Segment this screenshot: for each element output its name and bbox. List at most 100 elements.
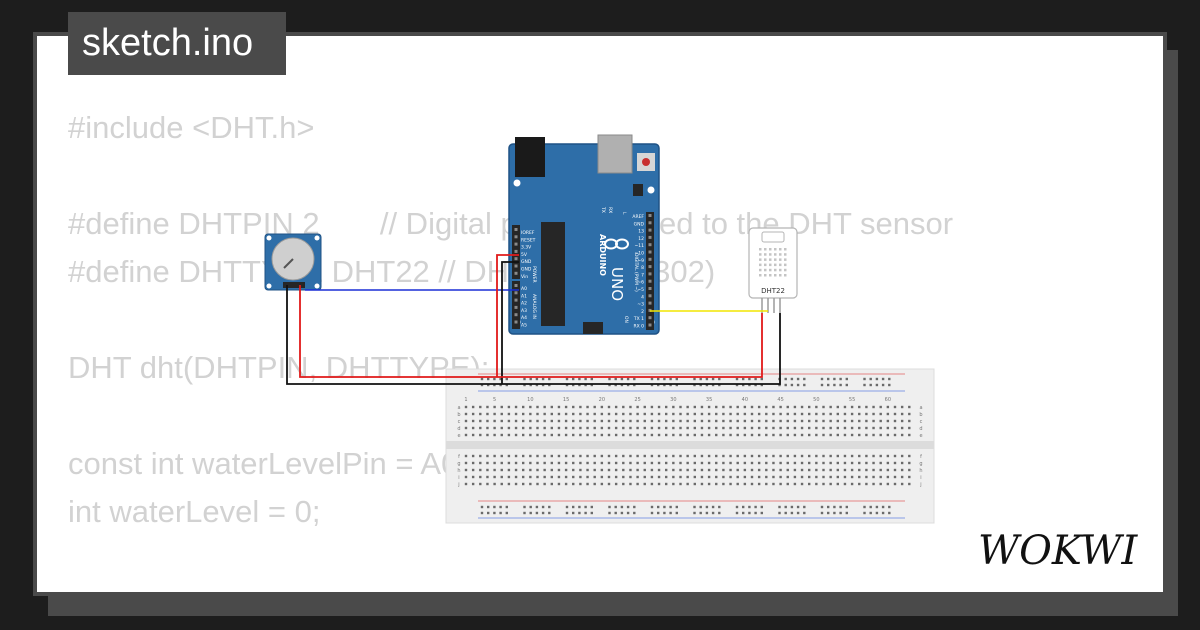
uno-model-label: UNO <box>608 267 626 301</box>
digital-pin-label: 7 <box>641 272 644 278</box>
wokwi-logo: WOKWI <box>978 528 1138 574</box>
power-pin-label: RESET <box>521 237 536 243</box>
breadboard-column-label: 25 <box>634 397 640 403</box>
breadboard-row-label: d <box>457 426 460 432</box>
analog-section-label: ANALOG IN <box>531 294 537 319</box>
breadboard-column-label: 30 <box>670 397 676 403</box>
dht22-sensor[interactable]: DHT22 <box>748 227 798 313</box>
digital-pin-label: 4 <box>641 294 644 300</box>
breadboard-row-label: e <box>919 433 922 439</box>
digital-pin-label: ~9 <box>637 258 644 264</box>
analog-pin-label: A2 <box>521 301 527 307</box>
breadboard-column-label: 20 <box>599 397 605 403</box>
breadboard-column-label: 60 <box>885 397 891 403</box>
digital-pin-label: ~10 <box>635 251 645 257</box>
arduino-brand-label: ARDUINO <box>598 234 607 276</box>
power-pin-label: GND <box>521 267 532 273</box>
digital-pin-label: 8 <box>641 265 644 271</box>
breadboard-column-label: 40 <box>742 397 748 403</box>
tx-led-label: TX <box>600 206 606 213</box>
analog-pin-label: A0 <box>521 286 527 292</box>
digital-pin-label: 2 <box>641 309 644 315</box>
power-pin-label: Vin <box>521 274 528 280</box>
breadboard-column-label: 45 <box>777 397 783 403</box>
analog-header[interactable] <box>512 281 520 329</box>
power-pin-label: GND <box>521 259 532 265</box>
wire-vcc-red-board[interactable] <box>496 254 519 377</box>
digital-pin-label: GND <box>634 221 645 227</box>
breadboard-column-label: 55 <box>849 397 855 403</box>
wokwi-logo-text: WOKWI <box>978 528 1138 574</box>
l-led-label: L <box>621 212 627 215</box>
wire-vcc-red-dht[interactable] <box>497 313 763 378</box>
usb-port <box>597 134 633 174</box>
breadboard-row-label: f <box>920 454 922 460</box>
breadboard-row-label: g <box>457 461 460 467</box>
power-section-label: POWER <box>531 266 537 283</box>
breadboard-row-label: f <box>458 454 460 460</box>
digital-pin-label: ~3 <box>637 302 644 308</box>
breadboard-row-label: j <box>457 482 459 488</box>
breadboard-row-label: d <box>919 426 922 432</box>
breadboard-row-label: i <box>458 475 459 481</box>
dht22-label: DHT22 <box>761 287 785 295</box>
wire-vcc-red-pot[interactable] <box>299 285 497 378</box>
power-jack <box>515 137 545 177</box>
digital-pin-label: ~5 <box>637 287 644 293</box>
digital-header[interactable] <box>646 212 654 330</box>
analog-pin-label: A5 <box>521 323 527 329</box>
code-line: const int waterLevelPin = A0; <box>68 446 467 481</box>
atmega-chip <box>541 222 565 326</box>
wire-ground-black-pot[interactable] <box>286 285 502 385</box>
breadboard-row-label: i <box>920 475 921 481</box>
rx-led-label: RX <box>607 207 613 213</box>
code-line: int waterLevel = 0; <box>68 494 321 529</box>
breadboard-column-label: 5 <box>493 397 496 403</box>
breadboard-row-label: b <box>457 412 460 418</box>
digital-pin-label: ~11 <box>635 243 645 249</box>
breadboard-row-label: j <box>919 482 921 488</box>
digital-pin-label: AREF <box>632 214 644 220</box>
breadboard-row-label: a <box>919 405 922 411</box>
code-line: void setup() { <box>68 584 953 592</box>
digital-pin-label: ~6 <box>637 280 644 286</box>
analog-pin-label: A4 <box>521 315 527 321</box>
code-line: #include <DHT.h> <box>68 110 315 145</box>
power-pin-label: 5V <box>521 252 528 258</box>
breadboard-row-label: e <box>457 433 460 439</box>
analog-pin-label: A1 <box>521 293 527 299</box>
breadboard-row-label: g <box>919 461 922 467</box>
digital-pin-label: RX 0 <box>633 324 644 330</box>
breadboard-column-label: 50 <box>813 397 819 403</box>
sketch-title: sketch.ino <box>68 12 286 75</box>
breadboard-row-label: h <box>457 468 460 474</box>
code-preview: #include <DHT.h>#define DHTPIN 2 // Digi… <box>68 104 953 592</box>
breadboard-row-label: c <box>458 419 461 425</box>
digital-pin-label: TX 1 <box>633 316 644 322</box>
breadboard-column-label: 1 <box>464 397 467 403</box>
wire-ground-black-board[interactable] <box>501 261 519 384</box>
wires <box>286 254 781 385</box>
power-pin-label: 3.3V <box>521 245 532 251</box>
breadboard-holes <box>464 377 911 515</box>
breadboard-row-label: c <box>920 419 923 425</box>
breadboard-column-label: 15 <box>563 397 569 403</box>
breadboard-row-label: b <box>919 412 922 418</box>
digital-pin-label: 12 <box>638 236 644 242</box>
power-pin-label: IOREF <box>521 230 535 236</box>
breadboard-column-label: 35 <box>706 397 712 403</box>
breadboard-row-label: h <box>919 468 922 474</box>
digital-section-label: DIGITAL (PWM ~) <box>633 253 639 292</box>
potentiometer[interactable] <box>264 233 322 291</box>
arduino-infinity-logo <box>604 238 629 250</box>
breadboard-column-label: 10 <box>527 397 533 403</box>
wire-ground-black-dht[interactable] <box>502 313 781 385</box>
